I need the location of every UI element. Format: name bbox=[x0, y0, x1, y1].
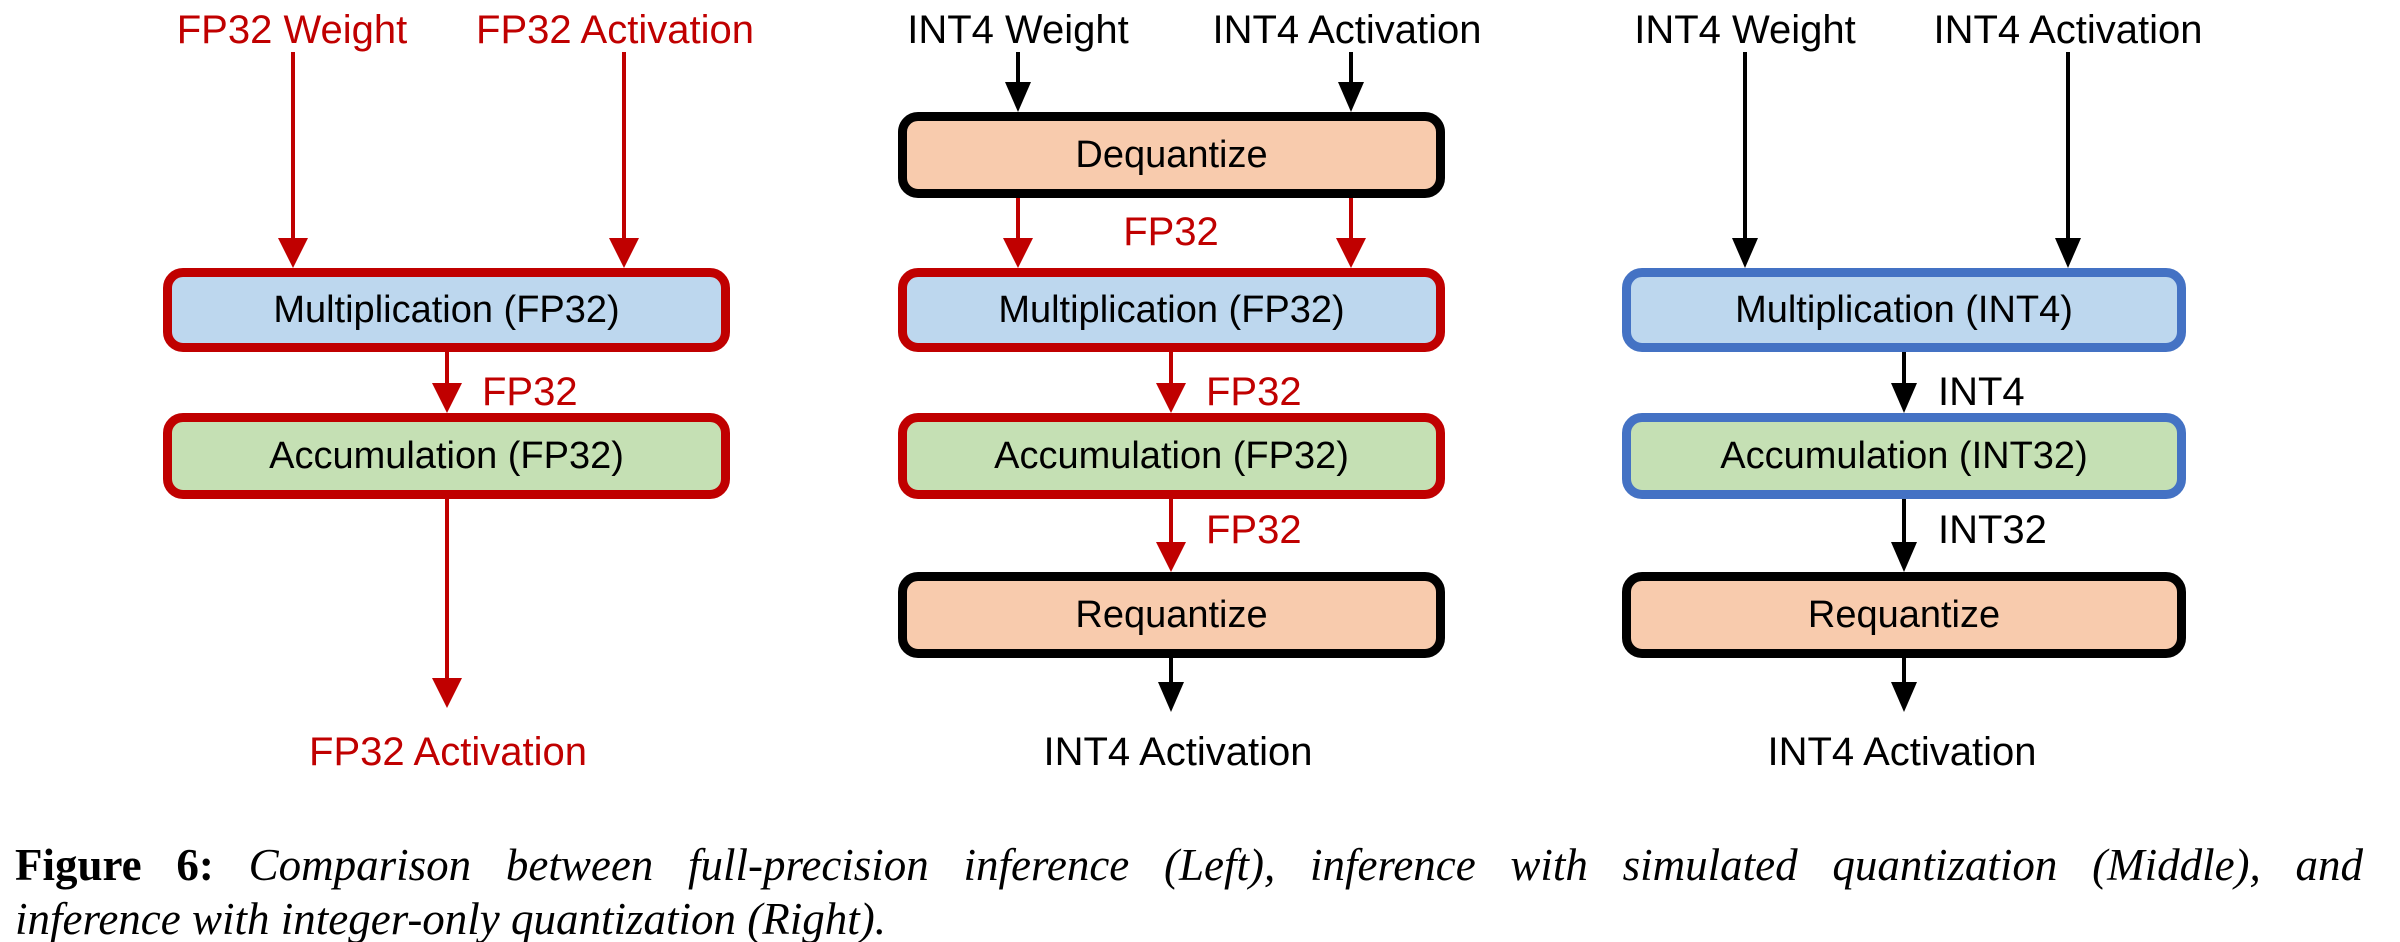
arrow-right-requantize-to-output bbox=[1891, 658, 1917, 712]
dequantize-box-label: Dequantize bbox=[1075, 133, 1268, 176]
middle-requantize-box-label: Requantize bbox=[1075, 593, 1268, 636]
right-int32-edge-label: INT32 bbox=[1938, 508, 2047, 552]
middle-output-label: INT4 Activation bbox=[1043, 730, 1313, 774]
right-accumulation-box-label: Accumulation (INT32) bbox=[1720, 434, 2088, 477]
arrow-fp32-activation-input bbox=[609, 52, 639, 268]
middle-accumulation-box: Accumulation (FP32) bbox=[898, 413, 1445, 499]
left-output-label: FP32 Activation bbox=[309, 730, 587, 774]
right-requantize-box-label: Requantize bbox=[1807, 593, 2001, 636]
left-fp32-edge-label: FP32 bbox=[482, 370, 578, 414]
arrow-middle-requantize-to-output bbox=[1158, 658, 1184, 712]
flow-arrows-layer bbox=[278, 52, 2081, 712]
arrow-dequantize-to-multiply-left bbox=[1003, 198, 1033, 268]
right-multiplication-box-label: Multiplication (INT4) bbox=[1735, 288, 2073, 331]
left-multiplication-box: Multiplication (FP32) bbox=[163, 268, 730, 352]
arrow-middle-int4-weight-input bbox=[1005, 52, 1031, 112]
right-requantize-box: Requantize bbox=[1622, 572, 2186, 658]
middle-accumulation-box-label: Accumulation (FP32) bbox=[994, 434, 1349, 477]
caption-text-line1: Comparison between full-precision infere… bbox=[248, 840, 2364, 890]
arrow-middle-multiply-to-accumulate bbox=[1156, 352, 1186, 413]
middle-multiplication-box: Multiplication (FP32) bbox=[898, 268, 1445, 352]
middle-fp32-after-accumulate-label: FP32 bbox=[1206, 508, 1302, 552]
right-int4-edge-label: INT4 bbox=[1938, 370, 2025, 414]
arrow-right-accumulate-to-requantize bbox=[1891, 499, 1917, 572]
arrow-middle-accumulate-to-requantize bbox=[1156, 499, 1186, 572]
left-accumulation-box-label: Accumulation (FP32) bbox=[269, 434, 624, 477]
arrow-right-int4-activation-input bbox=[2055, 52, 2081, 268]
left-multiplication-box-label: Multiplication (FP32) bbox=[273, 288, 620, 331]
arrow-right-multiply-to-accumulate bbox=[1891, 352, 1917, 413]
middle-requantize-box: Requantize bbox=[898, 572, 1445, 658]
right-int4-activation-input-label: INT4 Activation bbox=[1933, 8, 2203, 52]
fp32-activation-input-label: FP32 Activation bbox=[476, 8, 754, 52]
caption-text-line2: inference with integer-only quantization… bbox=[15, 894, 887, 942]
arrow-left-multiply-to-accumulate bbox=[432, 352, 462, 413]
arrow-right-int4-weight-input bbox=[1732, 52, 1758, 268]
caption-line-1: Figure 6: Comparison between full-precis… bbox=[15, 838, 2363, 892]
right-accumulation-box: Accumulation (INT32) bbox=[1622, 413, 2186, 499]
right-output-label: INT4 Activation bbox=[1767, 730, 2037, 774]
right-multiplication-box: Multiplication (INT4) bbox=[1622, 268, 2186, 352]
middle-fp32-after-dequantize-label: FP32 bbox=[1123, 210, 1219, 254]
arrow-left-accumulate-to-output bbox=[432, 499, 462, 708]
arrow-middle-int4-activation-input bbox=[1338, 52, 1364, 112]
right-int4-weight-label: INT4 Weight bbox=[1634, 8, 1856, 52]
arrow-dequantize-to-multiply-right bbox=[1336, 198, 1366, 268]
figure-caption: Figure 6: Comparison between full-precis… bbox=[15, 838, 2363, 942]
fp32-weight-label: FP32 Weight bbox=[176, 8, 408, 52]
middle-multiplication-box-label: Multiplication (FP32) bbox=[998, 288, 1345, 331]
left-accumulation-box: Accumulation (FP32) bbox=[163, 413, 730, 499]
middle-int4-activation-input-label: INT4 Activation bbox=[1212, 8, 1482, 52]
arrow-fp32-weight-input bbox=[278, 52, 308, 268]
middle-int4-weight-label: INT4 Weight bbox=[907, 8, 1129, 52]
caption-figure-number: Figure 6: bbox=[15, 840, 214, 890]
middle-fp32-after-multiply-label: FP32 bbox=[1206, 370, 1302, 414]
dequantize-box: Dequantize bbox=[898, 112, 1445, 198]
